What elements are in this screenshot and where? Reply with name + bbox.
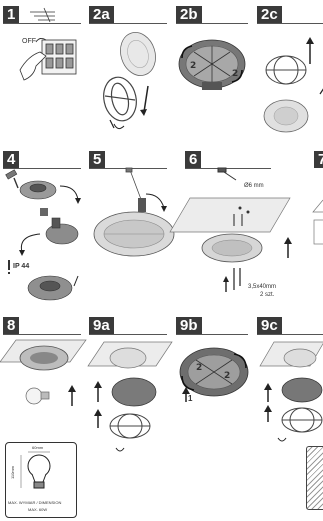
- divider: [89, 334, 167, 335]
- rotation-number: 2: [232, 69, 238, 79]
- step-9b-badge: 9b: [176, 317, 202, 334]
- step-2b-illustration: 2 2: [172, 28, 256, 98]
- step-7-illustration: [310, 190, 323, 260]
- bulb-width-label: 60mm: [32, 445, 43, 450]
- screws-size-label: 3,5x40mm: [248, 284, 276, 290]
- screws-icon: [234, 268, 240, 290]
- warning-icon: [8, 260, 10, 274]
- arrow-down-icon: [144, 86, 148, 112]
- step-2c-illustration: [256, 24, 323, 144]
- rotation-number: 2: [196, 363, 202, 373]
- max-dimension-label: MAX. WYMIAR / DIMENSION: [8, 500, 61, 505]
- arrow-icon: [60, 186, 78, 200]
- rotation-number: 2: [224, 371, 230, 381]
- bulb-height-label: 110mm: [10, 466, 15, 479]
- lamp-cage: [100, 74, 140, 124]
- step-9c-illustration: [258, 338, 323, 458]
- light-bulb-icon: [28, 455, 50, 488]
- divider: [3, 334, 81, 335]
- screwdriver-icon: [126, 168, 142, 202]
- off-label: OFF: [22, 38, 36, 45]
- screwdriver-icon: [6, 170, 18, 188]
- arrow-icon: [74, 276, 78, 286]
- screws-count-label: 2 szt.: [260, 292, 274, 298]
- cable-gland: [40, 208, 48, 216]
- step-5-badge: 5: [89, 151, 105, 168]
- lamp-cage: [110, 414, 150, 438]
- step-2a-illustration: [88, 24, 168, 144]
- step-2a-badge: 2a: [89, 6, 114, 23]
- step-2b-badge: 2b: [176, 6, 202, 23]
- switch-symbol-icon: [30, 8, 55, 22]
- step-9a-illustration: [88, 338, 174, 458]
- lamp-base: [46, 218, 78, 244]
- ceiling-plate: [170, 198, 290, 232]
- max-wattage-label: MAX. 60W: [28, 507, 47, 512]
- step-2c-badge: 2c: [257, 6, 282, 23]
- rotate-icon: [116, 448, 124, 451]
- arrow-icon: [146, 194, 164, 208]
- clipped-panel: [306, 446, 323, 510]
- step-4-illustration: [0, 168, 90, 318]
- step-9b-illustration: 2 2: [172, 338, 258, 408]
- rotate-icon: [114, 124, 124, 129]
- lamp-glass: [112, 378, 156, 406]
- ip-rating-label: IP 44: [13, 263, 29, 270]
- light-bulb-icon: [26, 388, 49, 404]
- step-9c-badge: 9c: [257, 317, 282, 334]
- lamp-base: [28, 276, 72, 300]
- breaker-panel-icon: [42, 40, 76, 74]
- step-number-label: 1: [188, 394, 192, 403]
- step-4-badge: 4: [3, 151, 19, 168]
- step-6-illustration: [190, 168, 302, 308]
- lamp-base: [20, 181, 56, 199]
- drill-size-label: Ø6 mm: [244, 183, 264, 189]
- lamp-glass: [282, 378, 322, 402]
- divider: [257, 334, 323, 335]
- step-9a-badge: 9a: [89, 317, 114, 334]
- lamp-cage: [266, 56, 306, 84]
- lamp-glass: [115, 28, 161, 80]
- step-5-illustration: [90, 168, 176, 278]
- step-8-illustration: [0, 336, 90, 416]
- step-8-badge: 8: [3, 317, 19, 334]
- lamp-cage: [282, 408, 322, 432]
- divider: [176, 334, 248, 335]
- step-7-badge: 7: [314, 151, 323, 168]
- arrow-icon: [21, 234, 40, 252]
- rotation-number: 2: [190, 61, 196, 71]
- divider: [176, 23, 248, 24]
- rotate-icon: [278, 438, 286, 441]
- step-6-badge: 6: [185, 151, 201, 168]
- switch-off-illustration: [0, 0, 90, 120]
- screwdriver-icon: [218, 168, 236, 180]
